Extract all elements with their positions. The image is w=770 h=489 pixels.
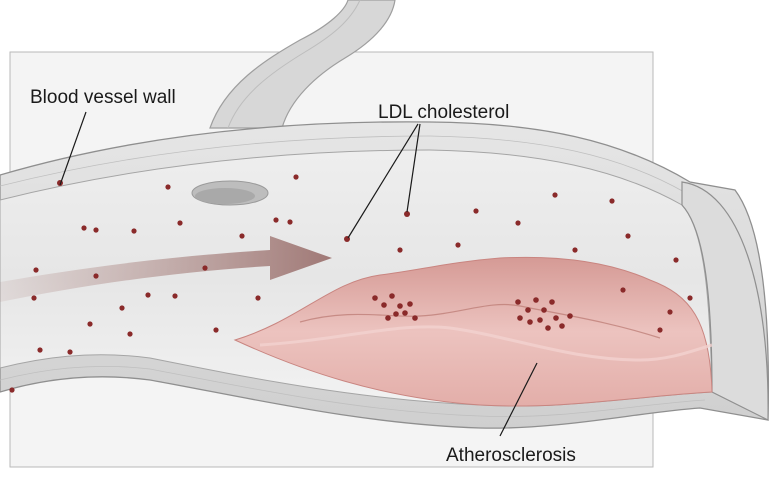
ldl-particle: [687, 295, 692, 300]
ldl-particle: [177, 220, 182, 225]
ldl-particle: [667, 309, 672, 314]
plaque-label: Atherosclerosis: [446, 445, 576, 466]
ldl-particle: [165, 184, 170, 189]
ldl-particle: [33, 267, 38, 272]
ldl-particle: [381, 302, 387, 308]
ldl-particle: [81, 225, 86, 230]
ldl-particle: [372, 295, 378, 301]
ldl-particle: [385, 315, 391, 321]
ldl-particle: [57, 180, 63, 186]
ldl-particle: [202, 265, 207, 270]
ldl-particle: [515, 220, 520, 225]
ldl-particle: [517, 315, 523, 321]
ldl-particle: [625, 233, 630, 238]
ldl-particle: [87, 321, 92, 326]
ldl-particle: [393, 311, 399, 317]
ldl-particle: [293, 174, 298, 179]
ldl-particle: [541, 307, 547, 313]
ldl-particle: [567, 313, 573, 319]
ldl-particle: [473, 208, 478, 213]
ldl-particle: [515, 299, 521, 305]
ldl-particle: [559, 323, 565, 329]
ldl-particle: [620, 287, 625, 292]
ldl-particle: [537, 317, 543, 323]
ldl-particle: [287, 219, 292, 224]
ldl-particle: [37, 347, 42, 352]
ldl-particle: [545, 325, 551, 331]
ldl-particle: [127, 331, 132, 336]
ldl-particle: [533, 297, 539, 303]
vessel-opening-shadow: [195, 188, 255, 204]
ldl-particle: [527, 319, 533, 325]
ldl-particle: [119, 305, 124, 310]
ldl-particle: [145, 292, 150, 297]
ldl-particle: [172, 293, 177, 298]
ldl-particle: [67, 349, 72, 354]
ldl-particle: [31, 295, 36, 300]
ldl-particle: [553, 315, 559, 321]
ldl-particle: [255, 295, 260, 300]
ldl-particle: [525, 307, 531, 313]
ldl-particle: [549, 299, 555, 305]
ldl-particle: [397, 303, 403, 309]
ldl-particle: [402, 310, 408, 316]
ldl-particle: [412, 315, 418, 321]
ldl-particle: [673, 257, 678, 262]
ldl-particle: [572, 247, 577, 252]
ldl-particle: [93, 273, 98, 278]
wall-label: Blood vessel wall: [30, 87, 176, 108]
ldl-particle: [389, 293, 395, 299]
ldl-particle: [397, 247, 402, 252]
ldl-particle: [407, 301, 413, 307]
ldl-particle: [455, 242, 460, 247]
ldl-particle: [552, 192, 557, 197]
ldl-particle: [609, 198, 614, 203]
ldl-particle: [273, 217, 278, 222]
ldl-particle: [213, 327, 218, 332]
ldl-particle: [131, 228, 136, 233]
ldl-particle: [657, 327, 662, 332]
ldl-label: LDL cholesterol: [378, 102, 509, 123]
ldl-particle: [9, 387, 14, 392]
ldl-particle: [93, 227, 98, 232]
ldl-particle: [239, 233, 244, 238]
